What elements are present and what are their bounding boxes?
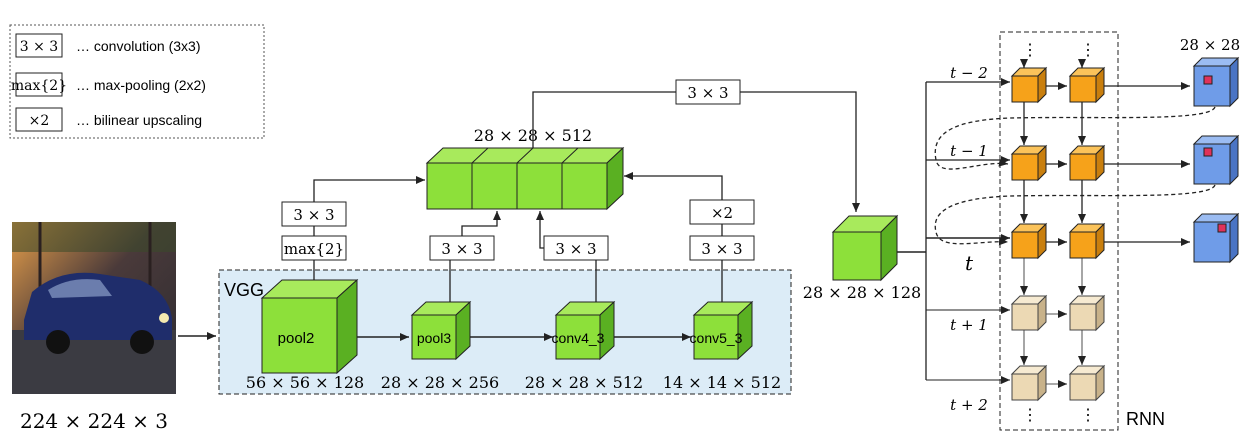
- legend-upscale-symbol: ×2: [29, 113, 50, 129]
- input-dims: 224 × 224 × 3: [20, 409, 168, 433]
- rnn-ellipsis-bottom-2: ⋮: [1080, 405, 1096, 424]
- legend-upscale-desc: … bilinear upscaling: [76, 112, 202, 128]
- op-upscale-text: ×2: [711, 204, 733, 222]
- concat-block: [425, 146, 625, 211]
- rnn-cell: [1068, 144, 1106, 182]
- rnn-ellipsis-top-1: ⋮: [1022, 40, 1038, 59]
- op-conv-pool3-text: 3 × 3: [441, 240, 482, 258]
- output-map: [1192, 134, 1240, 186]
- legend-conv-symbol-box: [15, 33, 63, 58]
- op-conv-pool2-box: [281, 201, 347, 227]
- arrow-conv5-to-concat: [624, 172, 723, 200]
- feedback-curve-2: [934, 184, 1216, 246]
- line-concat-to-conv: [532, 91, 676, 148]
- feature-dims: 28 × 28 × 128: [803, 283, 921, 302]
- rnn-cell-future: [1010, 364, 1048, 402]
- op-conv-pool3-box: [429, 235, 495, 261]
- vgg-block-conv4_3: conv4_3: [552, 300, 616, 361]
- legend-maxpool-desc: … max-pooling (2x2): [76, 77, 206, 93]
- rnn-ellipsis-bottom-1: ⋮: [1022, 405, 1038, 424]
- op-conv-top-text: 3 × 3: [687, 84, 728, 102]
- output-map: [1192, 56, 1240, 108]
- vgg-block-conv5_3: conv5_3: [690, 300, 754, 361]
- conv5_3-dims: 14 × 14 × 512: [663, 373, 781, 392]
- rnn-box: [999, 31, 1119, 431]
- time-label-t+1: t + 1: [950, 316, 988, 334]
- legend: 3 × 3 … convolution (3x3) max{2} … max-p…: [9, 24, 265, 139]
- output-dims: 28 × 28: [1180, 36, 1240, 54]
- op-conv-top-box: [675, 79, 741, 105]
- legend-maxpool-symbol-box: [15, 72, 63, 97]
- rnn-cell: [1068, 66, 1106, 104]
- vgg-block-pool2: pool2: [260, 278, 359, 375]
- rnn-ellipsis-top-2: ⋮: [1080, 40, 1096, 59]
- rnn-cell-future: [1010, 294, 1048, 332]
- output-point-marker: [1203, 147, 1213, 157]
- pool2-label: pool2: [278, 330, 315, 347]
- conv5_3-label: conv5_3: [690, 330, 743, 346]
- rnn-vertical-arrows: [1020, 59, 1086, 365]
- time-label-t+2: t + 2: [950, 396, 988, 414]
- feedback-curve-1: [934, 106, 1216, 170]
- rnn-cell-future: [1068, 364, 1106, 402]
- rnn-cell: [1010, 144, 1048, 182]
- vgg-block-pool3: pool3: [410, 300, 472, 361]
- vgg-label: VGG: [224, 280, 264, 300]
- rnn-cell: [1068, 222, 1106, 260]
- legend-conv-desc: … convolution (3x3): [76, 38, 201, 54]
- vgg-box: VGG pool2 56 × 56 × 128 pool3 28 × 28 × …: [218, 269, 792, 395]
- arrow-conv4-to-concat: [536, 211, 544, 249]
- op-conv-conv5-text: 3 × 3: [701, 240, 742, 258]
- rnn-label: RNN: [1126, 409, 1165, 429]
- pool3-label: pool3: [417, 330, 451, 346]
- op-conv-conv4-text: 3 × 3: [555, 240, 596, 258]
- output-point-marker: [1217, 223, 1227, 233]
- legend-maxpool-symbol: max{2}: [11, 78, 67, 94]
- input-image: 224 × 224 × 3: [12, 222, 176, 433]
- arrow-conv-to-feature: [740, 91, 860, 212]
- feature-block: [831, 214, 899, 282]
- rnn-cells-active: [1010, 66, 1106, 260]
- rnn-cell-future: [1068, 294, 1106, 332]
- arrow-pool2-to-concat: [313, 176, 425, 202]
- legend-upscale-symbol-box: [15, 107, 63, 132]
- time-label-t-1: t − 1: [950, 142, 988, 160]
- output-map: [1192, 212, 1240, 264]
- arrow-pool3-to-concat: [461, 211, 501, 236]
- legend-conv-symbol: 3 × 3: [20, 39, 58, 55]
- rnn-cell: [1010, 222, 1048, 260]
- time-label-t: t: [965, 251, 974, 275]
- conv4_3-label: conv4_3: [552, 330, 605, 346]
- op-conv-conv5-box: [689, 235, 755, 261]
- output-point-marker: [1203, 75, 1213, 85]
- rnn-cells-future: [1010, 294, 1106, 402]
- pool2-dims: 56 × 56 × 128: [246, 373, 364, 392]
- conv4_3-dims: 28 × 28 × 512: [525, 373, 643, 392]
- rnn-cell: [1010, 66, 1048, 104]
- op-maxpool-box: [281, 235, 347, 261]
- op-conv-pool2-text: 3 × 3: [293, 206, 334, 224]
- op-maxpool-text: max{2}: [284, 240, 344, 258]
- pool3-dims: 28 × 28 × 256: [381, 373, 499, 392]
- time-label-t-2: t − 2: [950, 64, 988, 82]
